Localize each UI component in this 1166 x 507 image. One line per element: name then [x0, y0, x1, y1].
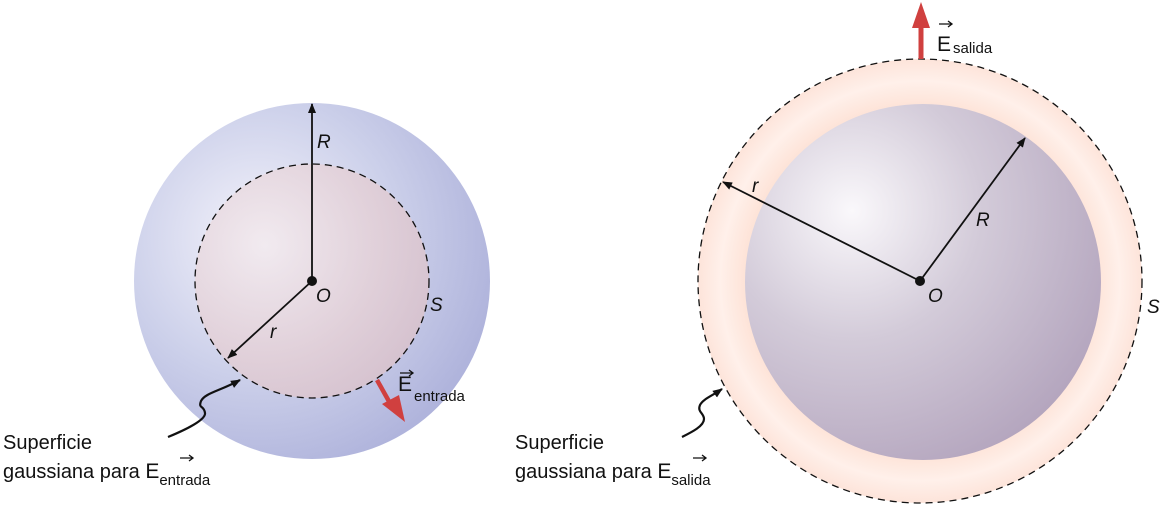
caption-line2: gaussiana para Eentrada — [3, 460, 211, 489]
vector-arrow-icon — [939, 20, 954, 28]
radius-r-label: r — [270, 322, 277, 343]
caption-line1: Superficie — [3, 432, 92, 454]
gaussian-surface-dashed — [194, 163, 430, 399]
surface-label: S — [430, 295, 443, 316]
radius-r-arrow — [227, 280, 313, 359]
caption-line2: gaussiana para Esalida — [515, 460, 711, 489]
caption-text: gaussiana para — [515, 461, 657, 483]
center-point — [915, 276, 925, 286]
field-symbol: E — [937, 33, 951, 56]
surface-label: S — [1147, 297, 1160, 318]
field-arrow-icon — [375, 378, 405, 422]
vector-arrow-icon — [180, 454, 195, 462]
caption-subscript: entrada — [159, 472, 211, 489]
caption-text: gaussiana para — [3, 461, 145, 483]
radius-r-arrow — [722, 181, 921, 282]
left-panel: R r O S E entrada Superficie gaussiana p… — [3, 103, 490, 489]
radius-R-label: R — [976, 210, 990, 231]
caption-subscript: salida — [671, 472, 711, 489]
center-label: O — [316, 286, 331, 307]
field-subscript: salida — [953, 40, 993, 57]
center-label: O — [928, 286, 943, 307]
field-arrow-icon — [912, 2, 930, 59]
right-panel: r R O S E salida Superficie gaussiana pa… — [515, 2, 1160, 504]
radius-R-arrow — [919, 137, 1026, 282]
radius-R-label: R — [317, 132, 331, 153]
radius-r-label: r — [752, 176, 759, 197]
caption-symbol: E — [657, 460, 671, 483]
caption-line1: Superficie — [515, 432, 604, 454]
center-point — [307, 276, 317, 286]
field-symbol: E — [398, 373, 412, 396]
squiggle-pointer — [167, 379, 241, 439]
vector-arrow-icon — [693, 454, 708, 462]
squiggle-pointer — [681, 388, 723, 438]
field-subscript: entrada — [414, 388, 466, 405]
caption-symbol: E — [145, 460, 159, 483]
vector-arrow-icon — [400, 369, 415, 377]
